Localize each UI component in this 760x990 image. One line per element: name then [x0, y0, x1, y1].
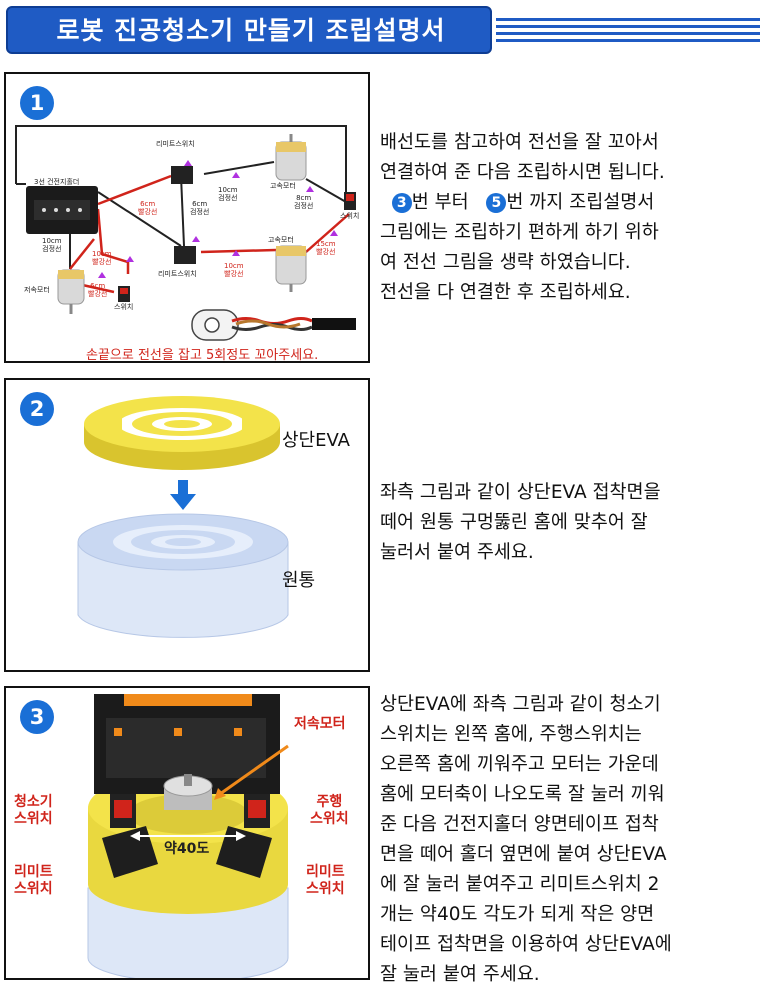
desc-line: 홈에 모터축이 나오도록 잘 눌러 끼워: [380, 784, 665, 805]
label-switch-right: 스위치: [340, 212, 360, 220]
page-title: 로봇 진공청소기 만들기 조립설명서: [56, 16, 446, 45]
label-limit-switch-bottom: 리미트스위치: [158, 270, 197, 278]
step-ref-badge: 5: [486, 193, 507, 213]
desc-line: 개는 약40도 각도가 되게 작은 양면: [380, 904, 655, 925]
twist-note: 손끝으로 전선을 잡고 5회정도 꼬아주세요.: [86, 348, 319, 363]
label-limit-switch-left: 리미트 스위치: [14, 864, 53, 897]
desc-line: 테이프 접착면을 이용하여 상단EVA에: [380, 934, 672, 955]
label-switch-bottom: 스위치: [114, 303, 134, 311]
step-2-panel: 2 상단EVA 원통: [4, 378, 370, 672]
marker-arrow-icon: [232, 250, 240, 256]
step-2-description: 좌측 그림과 같이 상단EVA 접착면을 떼어 원통 구멍뚫린 홈에 맞추어 잘…: [380, 478, 755, 568]
desc-fragment: 번 까지 조립설명서: [506, 192, 655, 213]
step-ref-badge: 3: [391, 193, 412, 213]
label-10cm-black-left: 10cm 검정선: [42, 237, 62, 253]
wiring-diagram: [15, 125, 356, 341]
label-6cm-red: 6cm 빨강선: [138, 200, 158, 216]
label-limit-switch-top: 리미트스위치: [156, 140, 195, 148]
desc-fragment: 번 부터: [411, 192, 469, 213]
desc-line: 스위치는 왼쪽 홈에, 주행스위치는: [380, 724, 642, 745]
label-battery-holder: 3선 건전지홀더: [34, 178, 80, 186]
label-angle: 약40도: [164, 841, 210, 857]
step-2-badge: 2: [20, 392, 54, 426]
marker-arrow-icon: [126, 256, 134, 262]
desc-line: 전선을 다 연결한 후 조립하세요.: [380, 282, 631, 303]
marker-arrow-icon: [330, 230, 338, 236]
desc-line: 면을 떼어 홀더 옆면에 붙여 상단EVA: [380, 844, 667, 865]
label-6cm-red-bottom: 6cm 빨강선: [88, 282, 108, 298]
label-limit-switch-right: 리미트 스위치: [306, 864, 345, 897]
marker-arrow-icon: [232, 172, 240, 178]
label-low-speed-motor: 저속모터: [24, 286, 50, 294]
desc-line: 그림에는 조립하기 편하게 하기 위하: [380, 222, 659, 243]
marker-arrow-icon: [184, 160, 192, 166]
label-15cm-red: 15cm 빨강선: [316, 240, 336, 256]
label-drive-switch: 주행 스위치: [310, 794, 349, 827]
label-8cm-black: 8cm 검정선: [294, 194, 314, 210]
label-10cm-red-left: 10cm 빨강선: [92, 250, 112, 266]
assembly-illustration: [87, 694, 289, 978]
label-10cm-red-mid: 10cm 빨강선: [224, 262, 244, 278]
desc-line: 눌러서 붙여 주세요.: [380, 542, 534, 563]
label-6cm-black: 6cm 검정선: [190, 200, 210, 216]
label-low-speed-motor: 저속모터: [294, 716, 346, 732]
label-high-speed-motor-top: 고속모터: [270, 182, 296, 190]
label-clean-switch: 청소기 스위치: [14, 794, 53, 827]
desc-line: 연결하여 준 다음 조립하시면 됩니다.: [380, 162, 665, 183]
step-1-badge: 1: [20, 86, 54, 120]
desc-line: 떼어 원통 구멍뚫린 홈에 맞추어 잘: [380, 512, 648, 533]
step-3-panel: 3 저속모터 청소기 스위치 주행 스위치 약40도 리미: [4, 686, 370, 980]
battery-holder: [26, 186, 98, 234]
step-3-badge: 3: [20, 700, 54, 734]
step-3-description: 상단EVA에 좌측 그림과 같이 청소기 스위치는 왼쪽 홈에, 주행스위치는 …: [380, 690, 755, 990]
step-1-description: 배선도를 참고하여 전선을 잘 꼬아서 연결하여 준 다음 조립하시면 됩니다.…: [380, 128, 755, 308]
desc-line: 상단EVA에 좌측 그림과 같이 청소기: [380, 694, 661, 715]
label-cylinder: 원통: [282, 570, 316, 591]
title-banner: 로봇 진공청소기 만들기 조립설명서: [6, 6, 492, 54]
desc-line: 배선도를 참고하여 전선을 잘 꼬아서: [380, 132, 659, 153]
desc-line: 에 잘 눌러 붙여주고 리미트스위치 2: [380, 874, 660, 895]
desc-line: 오른쪽 홈에 끼워주고 모터는 가운데: [380, 754, 659, 775]
marker-arrow-icon: [306, 186, 314, 192]
desc-line: 잘 눌러 붙여 주세요.: [380, 964, 540, 985]
eva-cylinder-illustration: [77, 396, 289, 638]
marker-arrow-icon: [98, 272, 106, 278]
step-1-panel: 1: [4, 72, 370, 363]
marker-arrow-icon: [192, 236, 200, 242]
label-top-eva: 상단EVA: [282, 430, 350, 451]
title-stripes: [496, 18, 760, 46]
desc-line: 좌측 그림과 같이 상단EVA 접착면을: [380, 482, 661, 503]
label-10cm-black-top: 10cm 검정선: [218, 186, 238, 202]
desc-line: 여 전선 그림을 생략 하였습니다.: [380, 252, 631, 273]
label-high-speed-motor-bottom: 고속모터: [268, 236, 294, 244]
desc-line: 준 다음 건전지홀더 양면테이프 접착: [380, 814, 659, 835]
